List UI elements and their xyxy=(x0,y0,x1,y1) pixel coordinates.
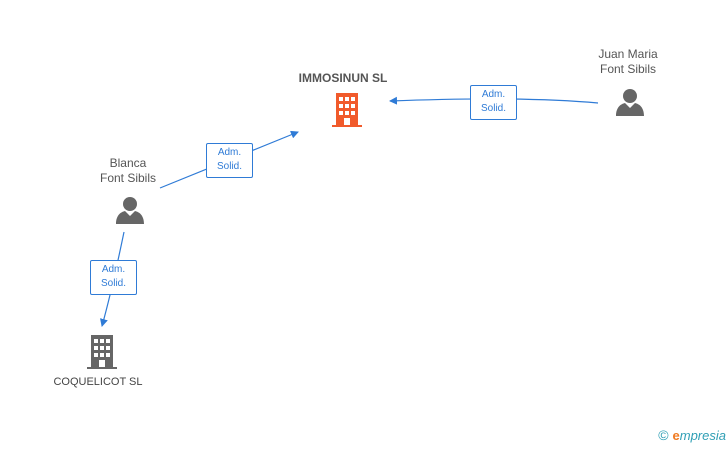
person-name-line1: Juan Maria xyxy=(598,47,658,61)
person-icon xyxy=(116,197,144,224)
edge-label-line1: Adm. xyxy=(101,264,126,275)
copyright-icon: © xyxy=(658,427,669,443)
edge-label-line1: Adm. xyxy=(481,89,506,100)
edge-label-line2: Solid. xyxy=(100,278,126,289)
edge-label-line2: Solid. xyxy=(216,161,242,172)
brand-initial: e xyxy=(672,428,680,443)
person-name-juan[interactable]: Juan Maria Font Sibils xyxy=(578,47,678,77)
edge-label-blanca-immosinun: Adm. Solid. xyxy=(206,143,253,178)
person-icon xyxy=(616,89,644,116)
edge-label-juan-immosinun: Adm. Solid. xyxy=(470,85,517,120)
edge-label-blanca-coquelicot: Adm. Solid. xyxy=(90,260,137,295)
edge-label-line1: Adm. xyxy=(217,147,242,158)
edge-label-line2: Solid. xyxy=(480,103,506,114)
brand-logo[interactable]: ©empresia xyxy=(658,427,726,443)
person-name-line2: Font Sibils xyxy=(99,171,157,185)
person-name-line1: Blanca xyxy=(109,156,147,170)
company-name-coquelicot[interactable]: COQUELICOT SL xyxy=(53,376,143,388)
person-name-blanca[interactable]: Blanca Font Sibils xyxy=(78,156,178,186)
company-name-immosinun[interactable]: IMMOSINUN SL xyxy=(298,71,388,85)
building-icon xyxy=(87,335,117,369)
brand-name: mpresia xyxy=(679,428,726,443)
building-icon xyxy=(332,93,362,127)
person-name-line2: Font Sibils xyxy=(599,62,657,76)
